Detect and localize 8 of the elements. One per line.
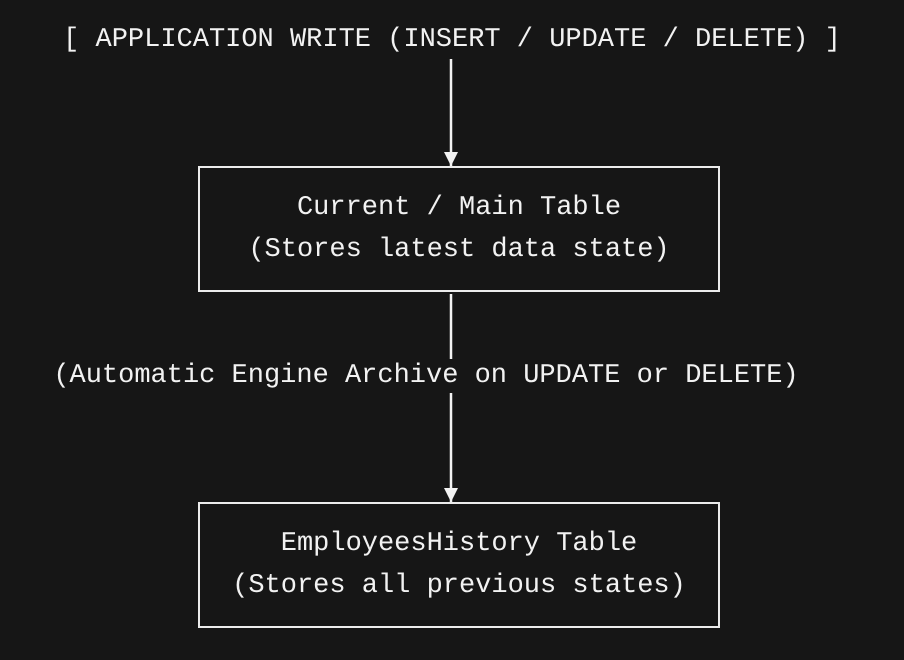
box-title: Current / Main Table <box>296 192 622 225</box>
table-box <box>198 502 720 628</box>
source-label: [ APPLICATION WRITE (INSERT / UPDATE / DELETE) ] <box>63 23 841 57</box>
box-title: EmployeesHistory Table <box>280 528 638 561</box>
box-subtitle: (Stores all previous states) <box>232 570 686 603</box>
box-subtitle: (Stores latest data state) <box>248 234 670 267</box>
table-box <box>198 166 720 292</box>
arrow <box>444 59 458 166</box>
